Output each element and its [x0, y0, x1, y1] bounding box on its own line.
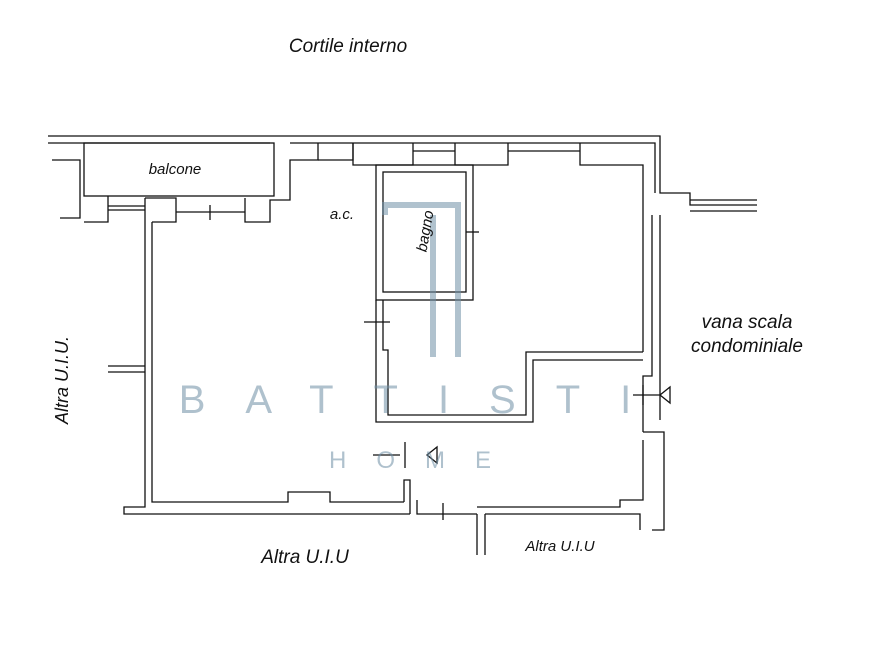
label-altra-bottom-right: Altra U.I.U	[524, 538, 594, 555]
label-altra-left: Altra U.I.U.	[52, 336, 72, 425]
label-cortile: Cortile interno	[289, 36, 407, 57]
label-balcone: balcone	[149, 161, 202, 178]
watermark-brand: BATTISTI	[179, 378, 672, 422]
watermark-sub: HOME	[329, 447, 521, 474]
label-bagno: bagno	[414, 209, 438, 253]
watermark: BATTISTI HOME	[179, 202, 672, 474]
label-vana-scala: vana scala	[702, 312, 793, 333]
label-condominiale: condominiale	[691, 336, 803, 357]
label-altra-bottom: Altra U.I.U	[260, 547, 349, 568]
walls	[48, 135, 757, 555]
label-ac: a.c.	[330, 206, 354, 223]
watermark-logo-icon	[382, 202, 461, 357]
